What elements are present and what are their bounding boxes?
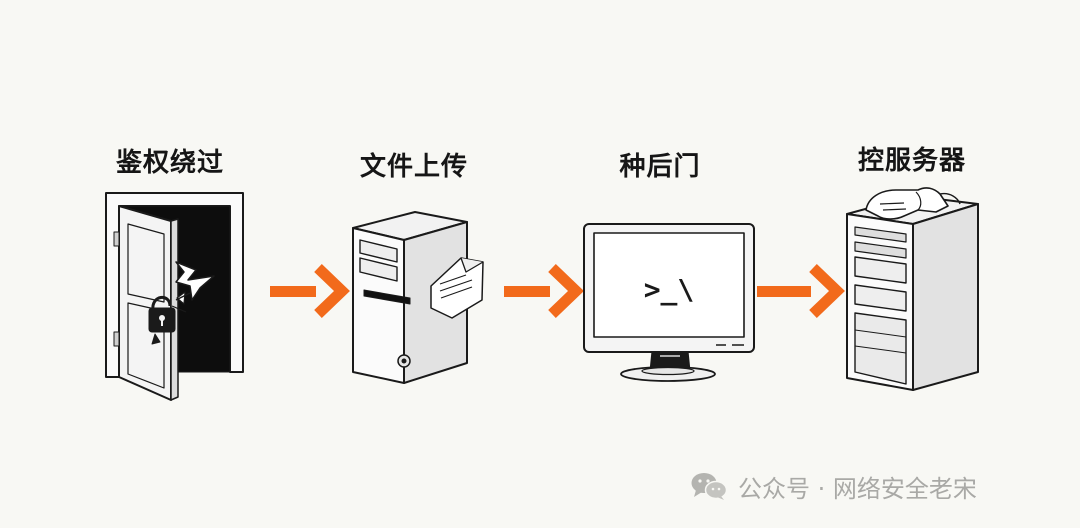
terminal-prompt: >_\ bbox=[644, 273, 695, 306]
flow-arrow-1 bbox=[270, 264, 350, 318]
step-label-auth-bypass: 鉴权绕过 bbox=[115, 148, 225, 178]
terminal-monitor-icon bbox=[583, 223, 755, 382]
flow-arrow-2 bbox=[504, 264, 584, 318]
flow-arrow-3 bbox=[757, 264, 845, 318]
step-label-plant-backdoor: 种后门 bbox=[619, 152, 701, 182]
watermark: 公众号 · 网络安全老宋 bbox=[690, 466, 977, 506]
watermark-text: 公众号 · 网络安全老宋 bbox=[738, 474, 977, 503]
controlled-server-icon bbox=[846, 187, 979, 391]
wechat-icon bbox=[691, 473, 728, 500]
broken-lock-door-icon bbox=[105, 192, 244, 401]
server-upload-icon bbox=[352, 211, 484, 384]
step-label-control-server: 控服务器 bbox=[857, 146, 967, 176]
step-label-file-upload: 文件上传 bbox=[359, 152, 469, 182]
